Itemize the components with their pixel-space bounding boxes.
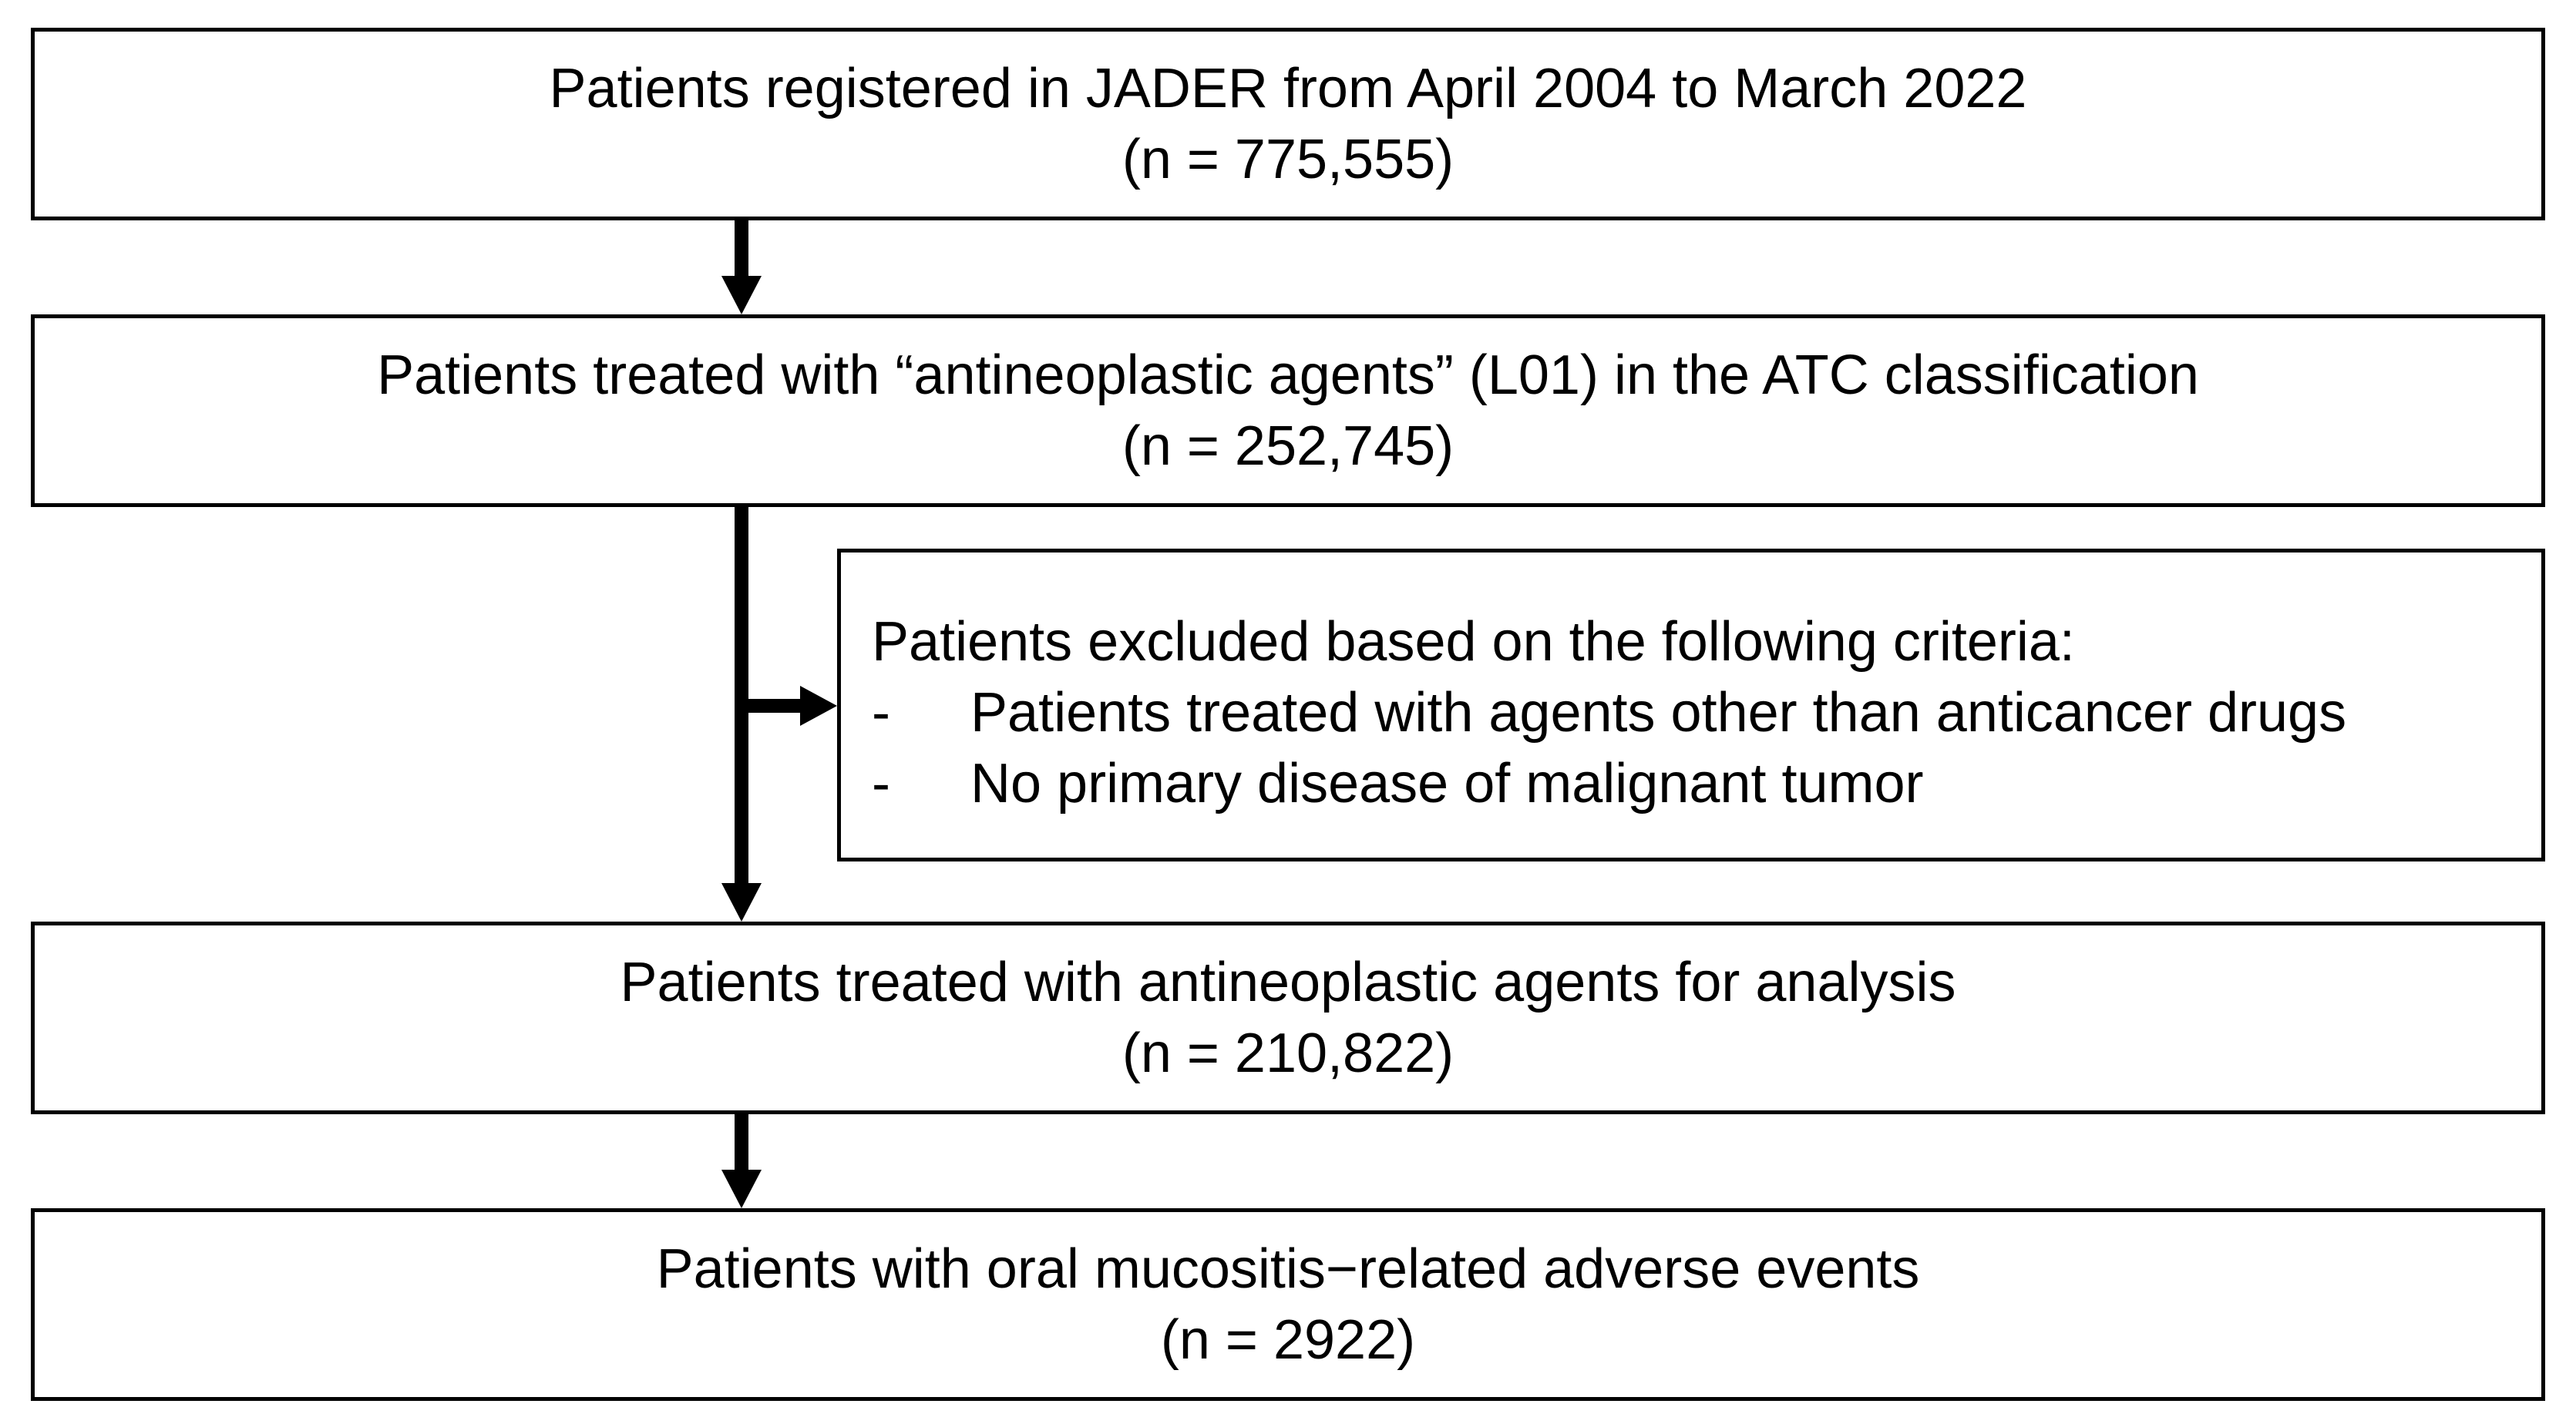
exclusion-item-text: No primary disease of malignant tumor (970, 753, 1924, 814)
step1-title: Patients registered in JADER from April … (549, 58, 2027, 119)
step4-title: Patients with oral mucositis−related adv… (656, 1238, 1920, 1300)
exclusion-criteria-box: Patients excluded based on the following… (837, 549, 2545, 861)
arrowhead-step4 (721, 1170, 762, 1208)
step-oral-mucositis-patients: Patients with oral mucositis−related adv… (31, 1208, 2545, 1401)
exclusion-item-bullet: - (872, 682, 890, 744)
step2-title: Patients treated with “antineoplastic ag… (377, 344, 2199, 406)
step1-count: (n = 775,555) (1122, 129, 1454, 190)
arrowhead-exclusion (800, 686, 837, 726)
exclusion-item: - No primary disease of malignant tumor (872, 748, 2541, 819)
step3-count: (n = 210,822) (1122, 1023, 1454, 1084)
step3-title: Patients treated with antineoplastic age… (620, 952, 1956, 1013)
step-analysis-patients: Patients treated with antineoplastic age… (31, 922, 2545, 1114)
exclusion-item-text: Patients treated with agents other than … (970, 682, 2347, 744)
arrowhead-step2 (721, 276, 762, 314)
exclusion-heading: Patients excluded based on the following… (872, 611, 2075, 673)
step2-count: (n = 252,745) (1122, 415, 1454, 477)
exclusion-item-bullet: - (872, 753, 890, 814)
step-registered-patients: Patients registered in JADER from April … (31, 28, 2545, 220)
arrowhead-step3 (721, 883, 762, 922)
exclusion-item: - Patients treated with agents other tha… (872, 677, 2541, 748)
step4-count: (n = 2922) (1160, 1309, 1416, 1371)
step-antineoplastic-patients: Patients treated with “antineoplastic ag… (31, 314, 2545, 507)
